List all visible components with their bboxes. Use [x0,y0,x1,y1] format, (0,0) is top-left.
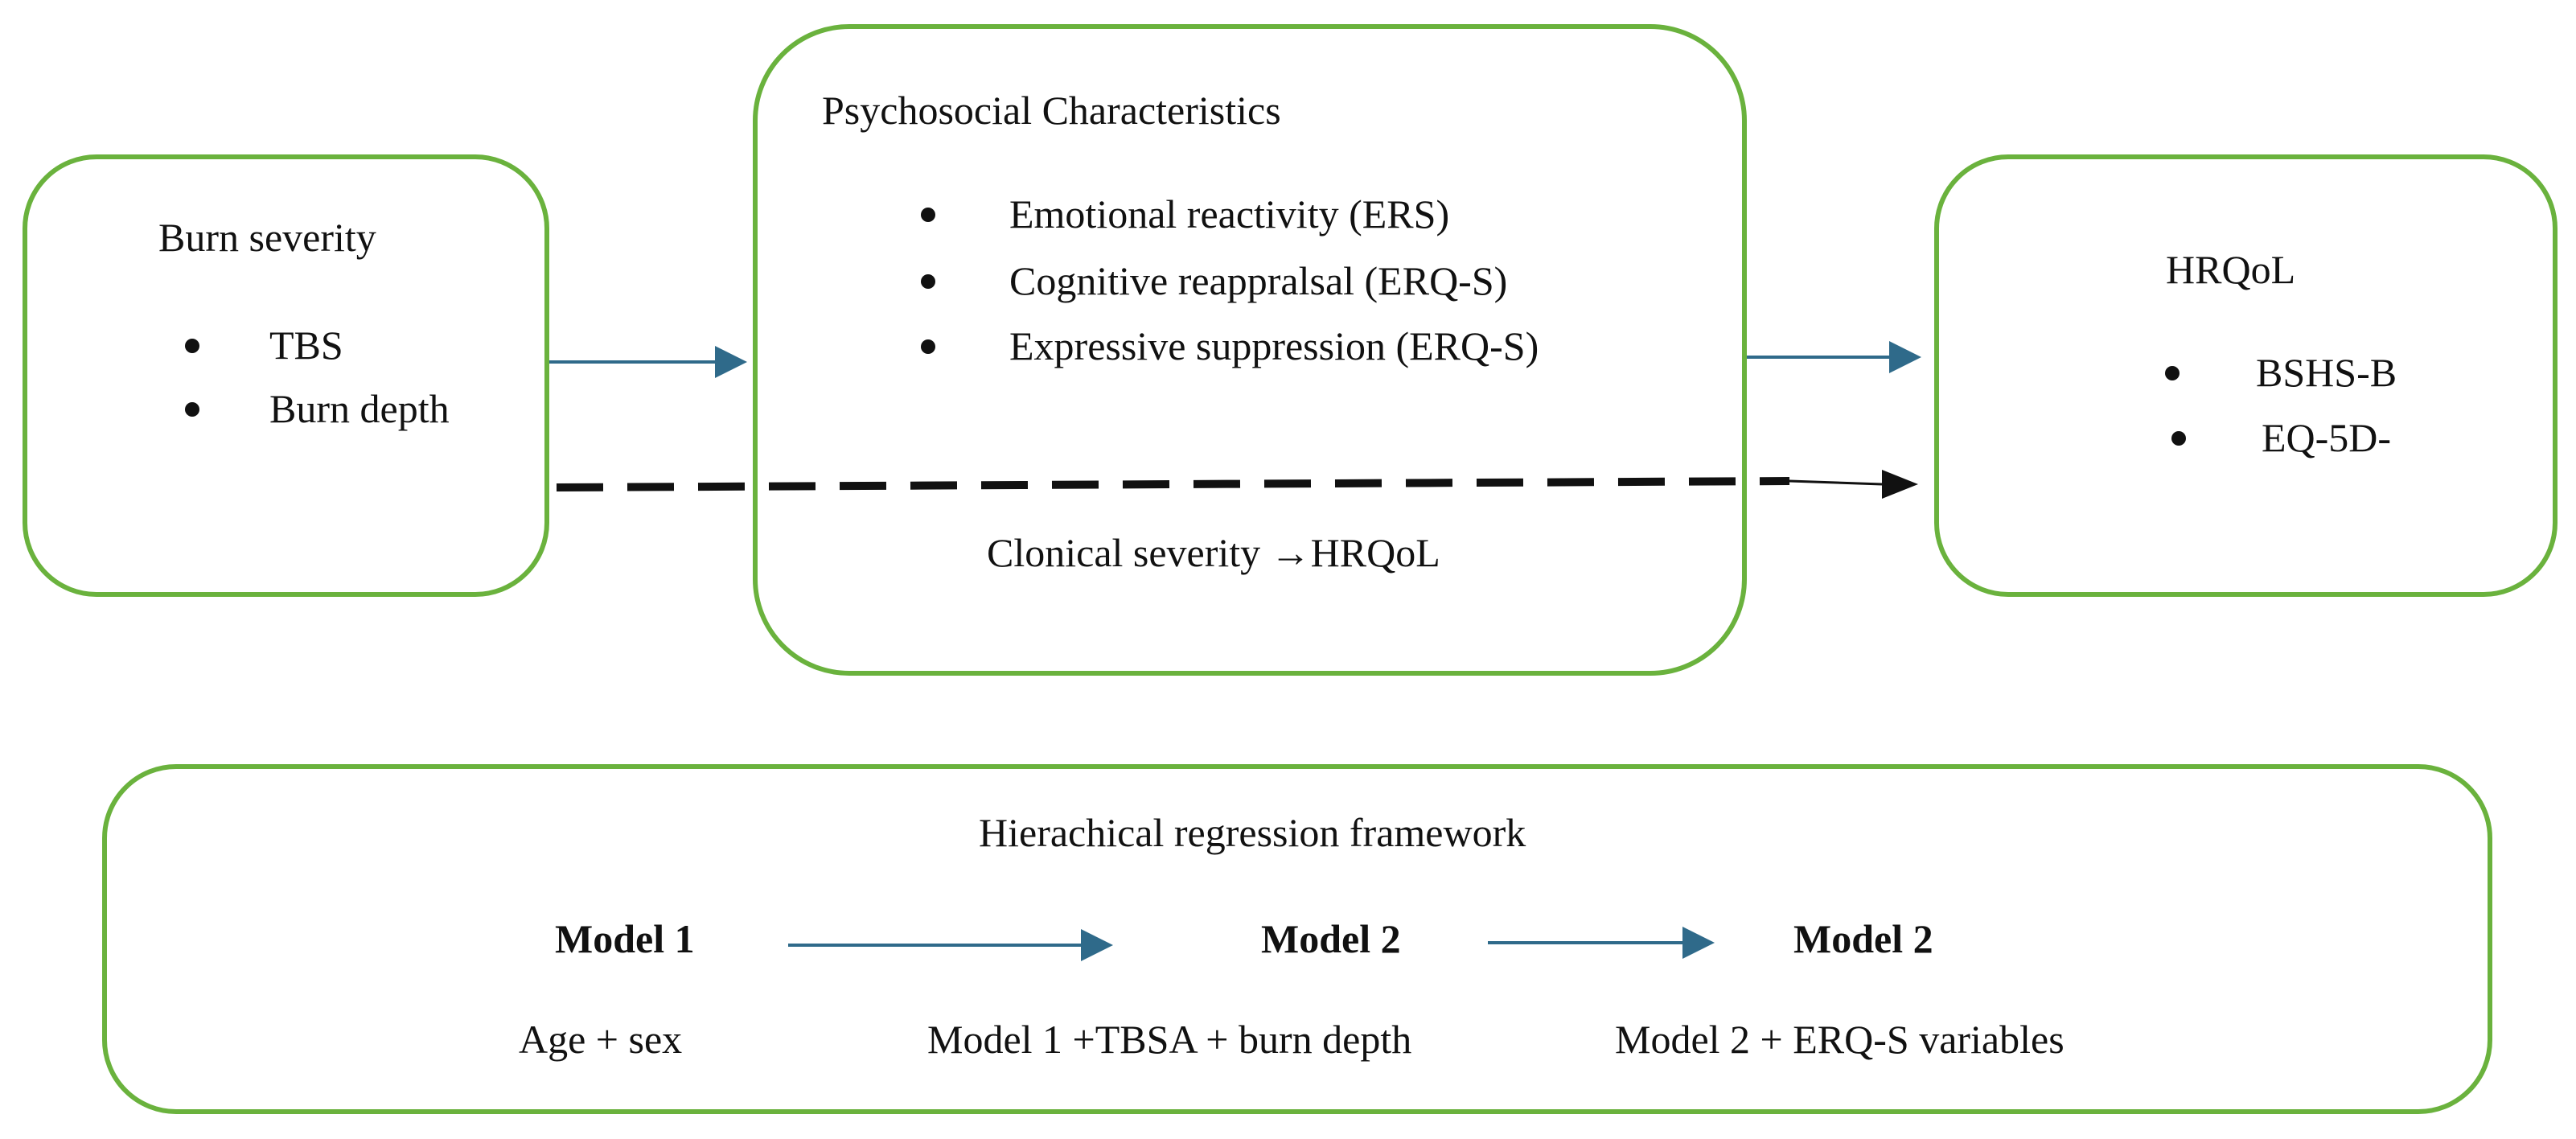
psychosocial-title: Psychosocial Characteristics [822,88,1281,133]
bullet-icon [185,339,199,353]
hrqol-item-eq5d: EQ-5D- [2262,415,2392,460]
psych-item-ers: Emotional reactivity (ERS) [1009,191,1450,236]
model-2-name: Model 2 [1261,916,1401,961]
bullet-icon [2165,366,2180,380]
burn-item-tbs: TBS [269,323,343,368]
bullet-icon [921,274,935,289]
model-1-name: Model 1 [555,916,695,961]
hrqol-item-bshs: BSHS-B [2256,350,2397,395]
burn-item-depth: Burn depth [269,386,450,431]
psych-item-suppression: Expressive suppression (ERQ-S) [1009,323,1539,368]
burn-severity-title: Burn severity [158,215,376,260]
direct-path-label: Clonical severity →HRQoL [987,530,1440,575]
bullet-icon [2171,431,2186,446]
hrqol-box [1934,154,2558,597]
psych-item-reappraisal: Cognitive reappralsal (ERQ-S) [1009,258,1508,303]
bullet-icon [921,208,935,222]
model-3-desc: Model 2 + ERQ-S variables [1615,1017,2064,1062]
model-2-desc: Model 1 +TBSA + burn depth [927,1017,1412,1062]
bullet-icon [921,339,935,354]
hrqol-title: HRQoL [2166,247,2296,292]
model-3-name: Model 2 [1793,916,1933,961]
model-1-desc: Age + sex [519,1017,683,1062]
framework-title: Hierachical regression framework [979,810,1526,855]
regression-framework-box [102,764,2492,1114]
psychosocial-box [753,24,1747,676]
bullet-icon [185,402,199,417]
burn-severity-box [23,154,549,597]
